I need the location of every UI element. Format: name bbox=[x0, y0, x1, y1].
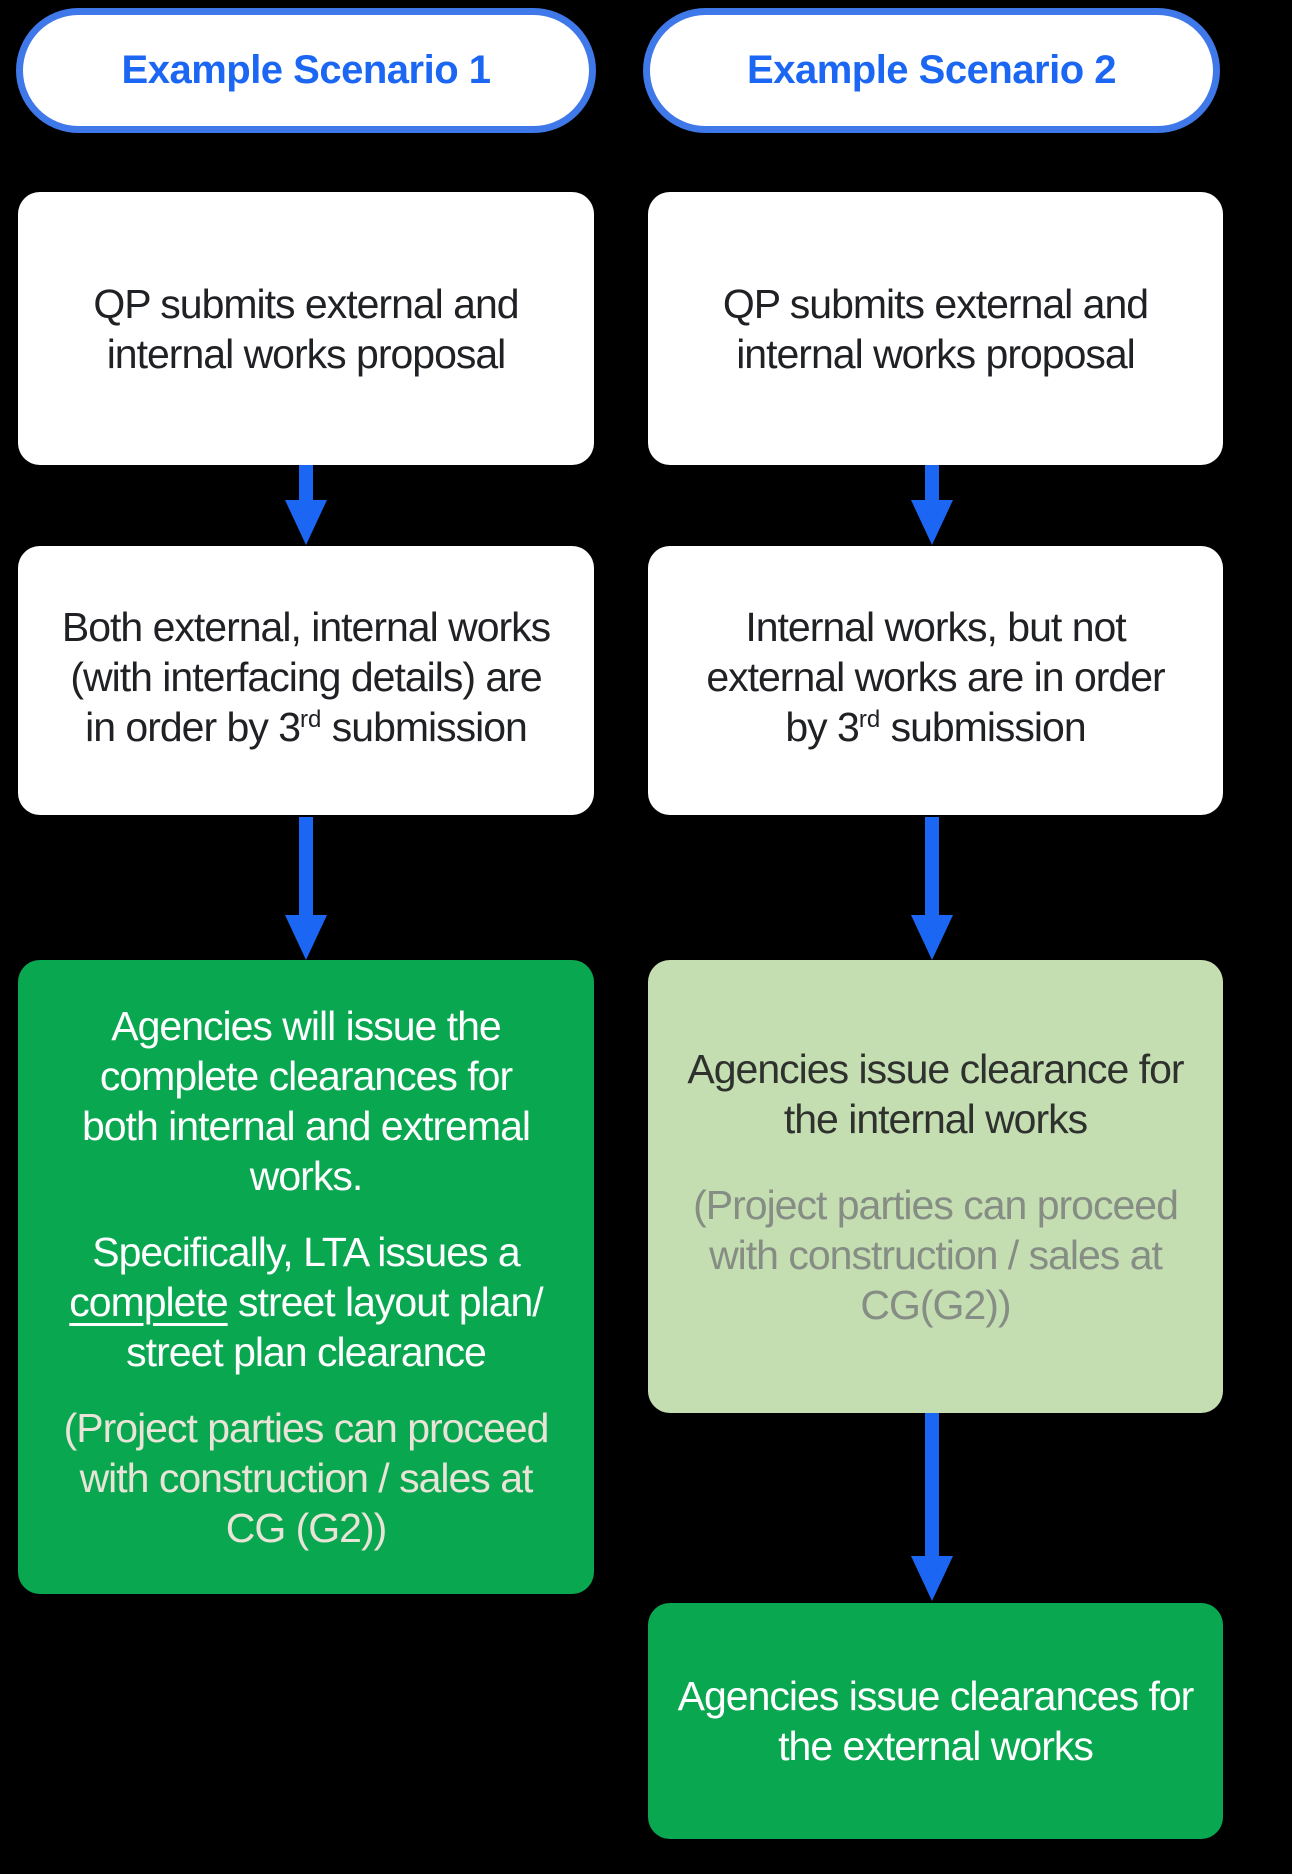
outcome-note-paragraph: (Project parties can proceed with constr… bbox=[693, 1181, 1179, 1328]
outcome-paragraph: Agencies will issue the complete clearan… bbox=[81, 1003, 531, 1199]
s2-internal-clearance-box: Agencies issue clearance for the interna… bbox=[648, 960, 1223, 1413]
text-line: the external works bbox=[778, 1723, 1094, 1769]
down-arrow-icon bbox=[911, 817, 953, 960]
arrow-head bbox=[911, 915, 953, 960]
arrow-head bbox=[285, 500, 327, 545]
arrow-head bbox=[911, 1556, 953, 1601]
s2-works-status-box: Internal works, but not external works a… bbox=[648, 546, 1223, 815]
arrow-shaft bbox=[299, 465, 313, 500]
text-line: external works are in order bbox=[706, 654, 1165, 700]
scenario-2-title: Example Scenario 2 bbox=[747, 48, 1116, 92]
down-arrow-icon bbox=[285, 465, 327, 545]
s2-external-clearance-box: Agencies issue clearances for the extern… bbox=[648, 1603, 1223, 1839]
underlined-word: complete bbox=[69, 1279, 228, 1325]
outcome-note-paragraph: (Project parties can proceed with constr… bbox=[63, 1405, 550, 1551]
outcome-paragraph: Specifically, LTA issues a complete stre… bbox=[69, 1229, 543, 1375]
arrow-head bbox=[911, 500, 953, 545]
text-line: by 3rd submission bbox=[785, 704, 1086, 750]
text-line: Both external, internal works bbox=[61, 604, 551, 650]
text-line: internal works proposal bbox=[736, 330, 1136, 377]
text-line: Internal works, but not bbox=[745, 604, 1126, 650]
text-line: (with interfacing details) are bbox=[70, 654, 542, 700]
text-line: internal works proposal bbox=[106, 330, 507, 377]
scenario-1-header-pill: Example Scenario 1 bbox=[16, 8, 596, 133]
superscript-ordinal: rd bbox=[858, 706, 881, 733]
superscript-ordinal: rd bbox=[300, 706, 322, 733]
s1-clearance-outcome-box: Agencies will issue the complete clearan… bbox=[18, 960, 594, 1594]
text-line: QP submits external and bbox=[93, 280, 519, 327]
arrow-shaft bbox=[925, 817, 939, 915]
arrow-head bbox=[285, 915, 327, 960]
outcome-paragraph: Agencies issue clearance for the interna… bbox=[687, 1045, 1184, 1142]
arrow-shaft bbox=[925, 1413, 939, 1556]
s1-works-in-order-box: Both external, internal works (with inte… bbox=[18, 546, 594, 815]
s1-proposal-box: QP submits external and internal works p… bbox=[18, 192, 594, 465]
text-line: Agencies issue clearances for bbox=[677, 1673, 1195, 1719]
s2-proposal-box: QP submits external and internal works p… bbox=[648, 192, 1223, 465]
down-arrow-icon bbox=[911, 465, 953, 545]
scenario-1-title: Example Scenario 1 bbox=[121, 48, 491, 92]
arrow-shaft bbox=[925, 465, 939, 500]
down-arrow-icon bbox=[911, 1413, 953, 1601]
arrow-shaft bbox=[299, 817, 313, 915]
down-arrow-icon bbox=[285, 817, 327, 960]
text-line: in order by 3rd submission bbox=[85, 704, 528, 750]
scenario-2-header-pill: Example Scenario 2 bbox=[643, 8, 1220, 133]
text-line: QP submits external and bbox=[722, 280, 1149, 327]
